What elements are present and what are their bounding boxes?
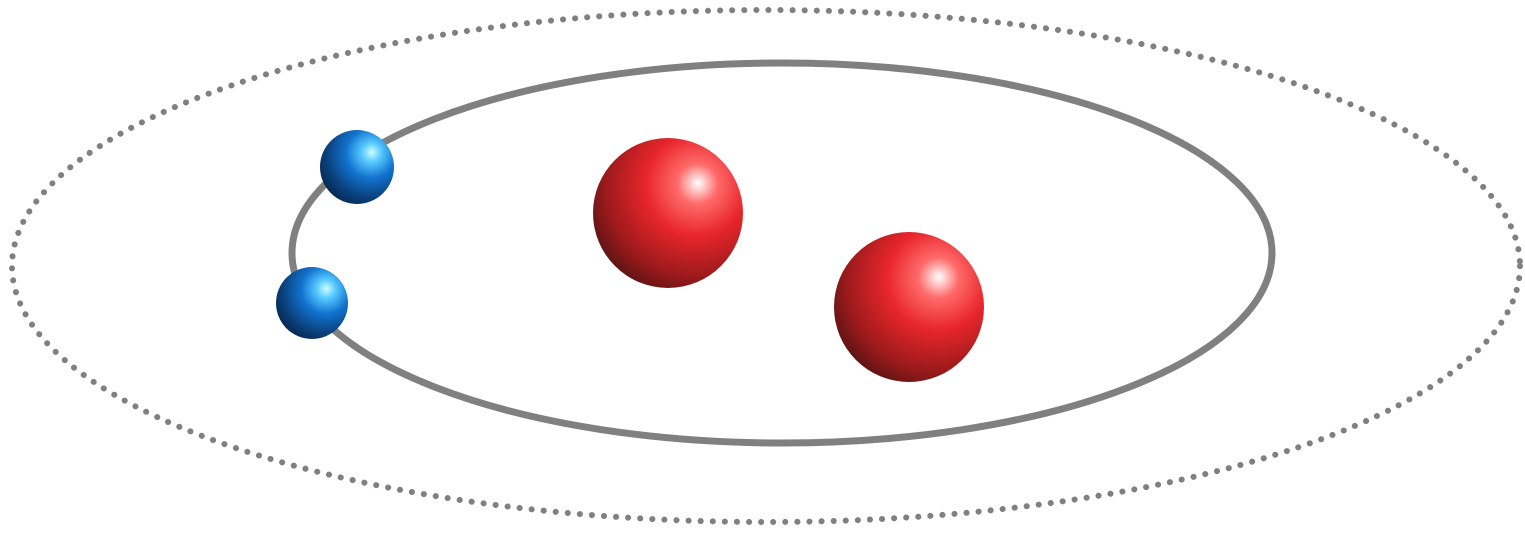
inner-orbit [292,63,1272,443]
small-sphere-top [320,130,394,204]
small-sphere-bottom [276,267,348,339]
large-sphere-left [593,138,743,288]
large-sphere-right [834,232,984,382]
